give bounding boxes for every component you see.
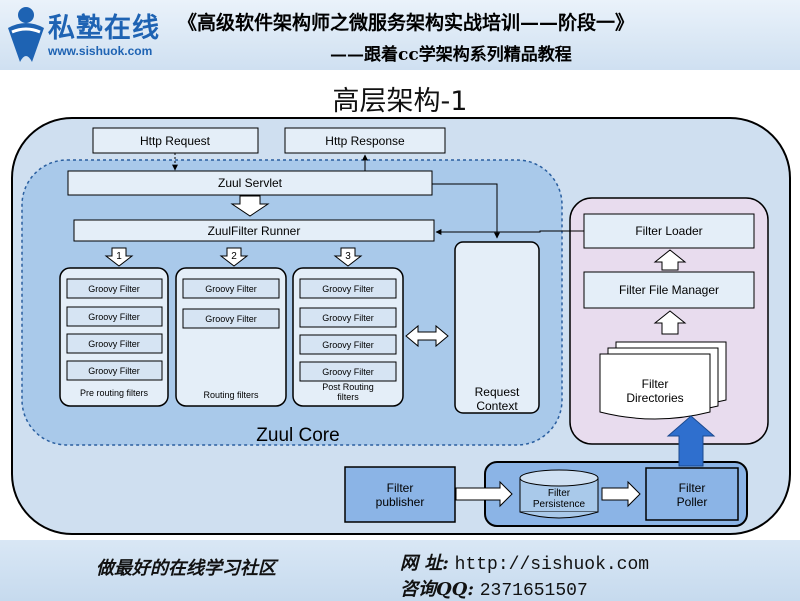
slide-title: 高层架构-1 — [332, 86, 468, 117]
filter-runner-label: ZuulFilter Runner — [208, 224, 301, 238]
svg-text:1: 1 — [116, 251, 122, 262]
svg-text:Groovy Filter: Groovy Filter — [322, 367, 374, 377]
header-banner — [0, 0, 800, 70]
site-logo[interactable]: 私塾在线 www.sishuok.com — [0, 0, 172, 68]
logo-url: www.sishuok.com — [48, 44, 153, 58]
filter-directories-label-1: Filter — [642, 377, 669, 391]
zuul-servlet-box — [67, 170, 433, 196]
filter-runner-box — [73, 219, 435, 242]
svg-text:Groovy Filter: Groovy Filter — [322, 340, 374, 350]
http-response-label: Http Response — [325, 134, 405, 148]
course-subtitle: ——跟着cc学架构系列精品教程 — [330, 45, 572, 65]
groovy-filter: Groovy Filter — [66, 278, 163, 299]
footer-qq-line: 咨询QQ: 2371651507 — [400, 575, 588, 601]
step-1-arrow: 1 — [104, 247, 134, 267]
filter-directories-label-2: Directories — [626, 391, 683, 405]
zuul-servlet-label: Zuul Servlet — [218, 176, 283, 190]
svg-text:Groovy Filter: Groovy Filter — [88, 339, 140, 349]
groovy-filter: Groovy Filter — [299, 361, 397, 382]
svg-text:Groovy Filter: Groovy Filter — [205, 284, 257, 294]
http-request-box — [92, 127, 259, 154]
filter-publisher-label-1: Filter — [387, 481, 414, 495]
groovy-filter: Groovy Filter — [299, 278, 397, 299]
http-response-box — [284, 127, 446, 154]
svg-text:Groovy Filter: Groovy Filter — [322, 284, 374, 294]
groovy-filter: Groovy Filter — [66, 360, 163, 381]
footer-site-line: 网 址: http://sishuok.com — [400, 549, 649, 575]
groovy-filter: Groovy Filter — [182, 278, 280, 299]
svg-text:3: 3 — [345, 251, 351, 262]
footer-site-label: 网 址: — [400, 553, 449, 574]
svg-text:Groovy Filter: Groovy Filter — [322, 313, 374, 323]
routing-filters-label: Routing filters — [203, 390, 259, 400]
footer-slogan: 做最好的在线学习社区 — [96, 558, 276, 579]
filter-persistence-label-2: Persistence — [533, 499, 586, 510]
step-2-arrow: 2 — [219, 247, 249, 267]
footer-qq-label: 咨询QQ: — [400, 579, 475, 600]
post-filters-label-2: filters — [337, 392, 359, 402]
svg-text:Groovy Filter: Groovy Filter — [205, 314, 257, 324]
footer-banner — [0, 540, 800, 601]
svg-text:Groovy Filter: Groovy Filter — [88, 366, 140, 376]
servlet-to-runner-arrow — [230, 195, 270, 217]
filter-directories-icon — [599, 341, 727, 420]
svg-text:Groovy Filter: Groovy Filter — [88, 284, 140, 294]
groovy-filter: Groovy Filter — [66, 333, 163, 354]
step-3-arrow: 3 — [333, 247, 363, 267]
filter-persistence-label-1: Filter — [548, 488, 571, 499]
filter-publisher-box — [344, 466, 456, 523]
course-title: 《高级软件架构师之微服务架构实战培训——阶段一》 — [178, 12, 635, 34]
groovy-filter: Groovy Filter — [66, 306, 163, 327]
request-context-box — [454, 241, 540, 414]
post-filters-label-1: Post Routing — [322, 382, 374, 392]
filter-file-manager-box — [583, 271, 755, 309]
svg-text:Groovy Filter: Groovy Filter — [88, 312, 140, 322]
routing-filters-panel — [175, 267, 287, 407]
filter-poller-label-2: Poller — [677, 495, 708, 509]
footer-site-link[interactable]: http://sishuok.com — [454, 555, 650, 575]
http-request-label: Http Request — [140, 134, 211, 148]
filter-file-manager-label: Filter File Manager — [619, 283, 719, 297]
logo-text: 私塾在线 — [48, 13, 160, 44]
filter-poller-label-1: Filter — [679, 481, 706, 495]
filter-persistence-icon — [519, 469, 599, 519]
filter-loader-box — [583, 213, 755, 249]
logo-figure-icon — [8, 7, 44, 62]
zuul-core-label: Zuul Core — [256, 425, 339, 446]
filter-poller-box — [645, 467, 739, 521]
footer-qq-value: 2371651507 — [479, 581, 588, 601]
context-double-arrow — [405, 324, 449, 348]
svg-text:2: 2 — [231, 251, 237, 262]
groovy-filter: Groovy Filter — [182, 308, 280, 329]
groovy-filter: Groovy Filter — [299, 334, 397, 355]
request-context-label-1: Request — [475, 385, 520, 399]
groovy-filter: Groovy Filter — [299, 307, 397, 328]
filter-publisher-label-2: publisher — [376, 495, 425, 509]
request-context-label-2: Context — [476, 399, 518, 413]
pre-filters-label: Pre routing filters — [80, 388, 149, 398]
filter-loader-label: Filter Loader — [635, 224, 702, 238]
poller-to-loader-arrow — [666, 415, 716, 467]
